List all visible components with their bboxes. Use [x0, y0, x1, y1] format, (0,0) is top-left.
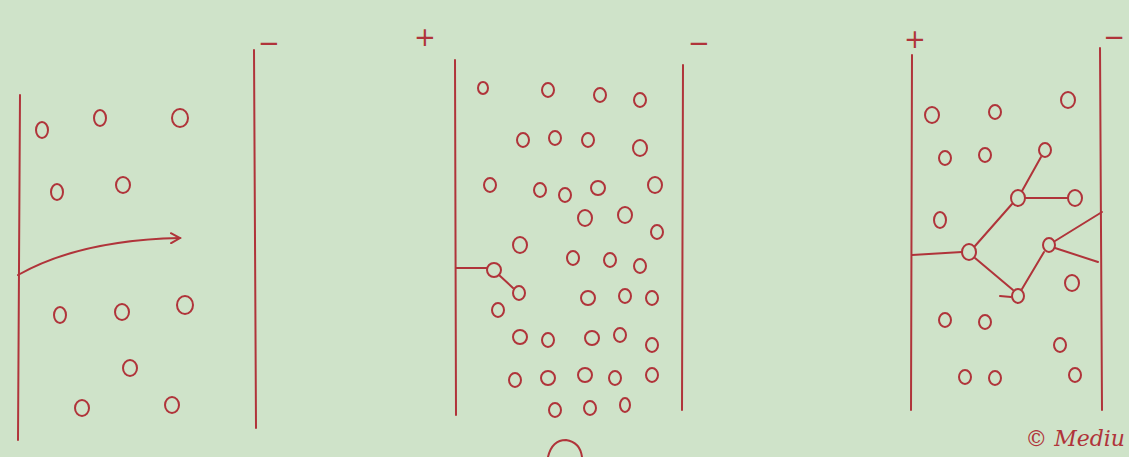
polarity-sign: +: [414, 24, 436, 50]
field-arrow: [18, 238, 180, 275]
polarity-sign: −: [258, 30, 280, 56]
electrode-plate: [18, 50, 256, 440]
caption-mark: [548, 440, 582, 457]
initial-streamer: [456, 263, 525, 300]
breakdown-streamer: [912, 143, 1102, 303]
polarity-sign: +: [904, 26, 926, 52]
electrode-plate: [911, 48, 1102, 410]
polarity-sign: −: [1103, 24, 1125, 50]
electrode-plate: [455, 60, 683, 415]
polarity-sign: −: [688, 30, 710, 56]
molecule-circles: [36, 109, 193, 416]
panel-caption: © Mediu: [1025, 428, 1125, 450]
molecule-circles: [478, 82, 663, 417]
